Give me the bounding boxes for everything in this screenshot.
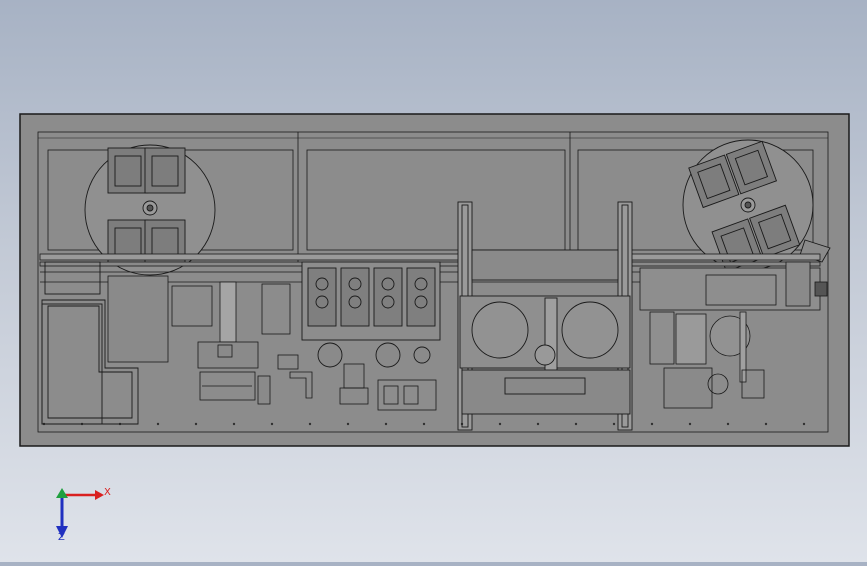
z-axis-label: Z bbox=[58, 532, 65, 543]
base-plate-inner bbox=[37, 131, 829, 433]
x-axis-label: X bbox=[104, 487, 111, 498]
press-stations bbox=[301, 261, 441, 368]
bolt-pattern bbox=[40, 396, 820, 426]
right-rotary-table bbox=[682, 139, 831, 272]
coordinate-triad: X Z Y bbox=[40, 470, 130, 550]
